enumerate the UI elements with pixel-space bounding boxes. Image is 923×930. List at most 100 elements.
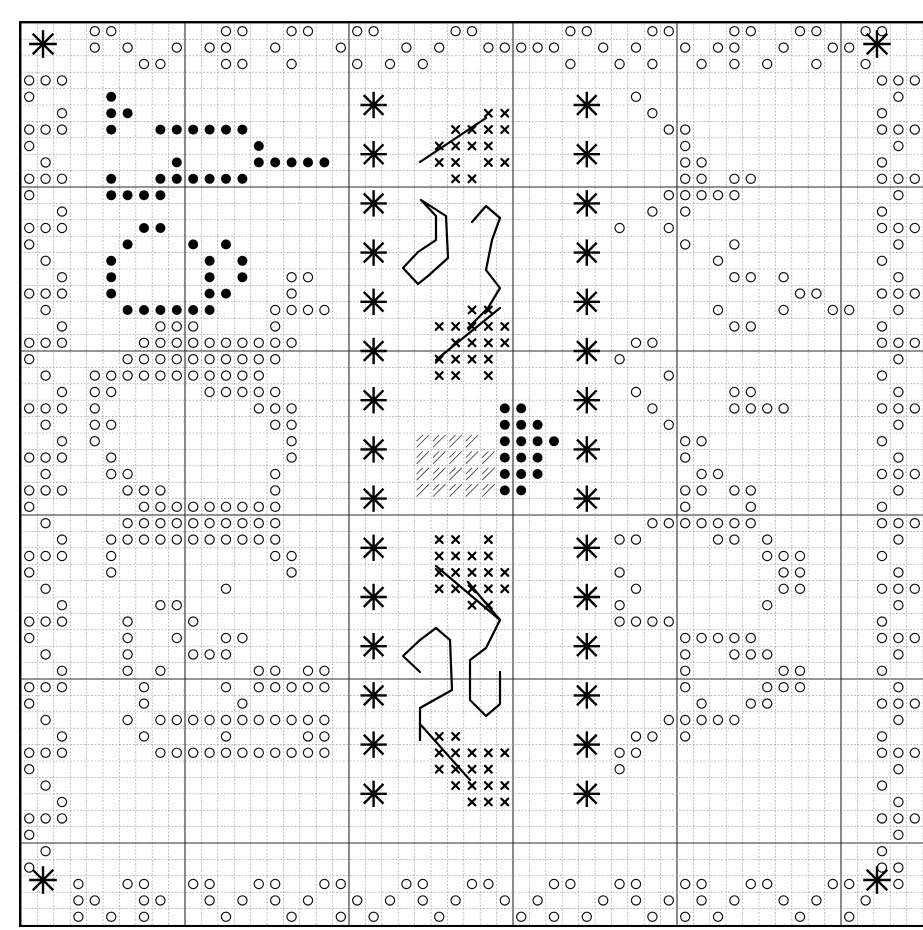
dot-symbol [106, 272, 116, 282]
ring-symbol [894, 174, 903, 183]
ring-symbol [910, 125, 919, 134]
ring-symbol [238, 355, 247, 364]
ring-symbol [238, 896, 247, 905]
ring-symbol [877, 847, 886, 856]
ring-symbol [894, 601, 903, 610]
ring-symbol [25, 814, 34, 823]
ring-symbol [41, 305, 50, 314]
ring-symbol [41, 256, 50, 265]
ring-symbol [172, 371, 181, 380]
ring-symbol [648, 109, 657, 118]
ring-symbol [221, 748, 230, 757]
ring-symbol [681, 207, 690, 216]
ring-symbol [402, 43, 411, 52]
ring-symbol [533, 43, 542, 52]
ring-symbol [713, 43, 722, 52]
ring-symbol [25, 174, 34, 183]
star-symbol [362, 487, 386, 511]
ring-symbol [894, 814, 903, 823]
star-symbol [362, 191, 386, 215]
hatch-symbol [433, 484, 445, 496]
ring-symbol [631, 879, 640, 888]
cross-symbol [501, 585, 508, 592]
ring-symbol [894, 355, 903, 364]
dot-symbol [155, 305, 165, 315]
ring-symbol [894, 879, 903, 888]
star-symbol [575, 683, 599, 707]
ring-symbol [779, 404, 788, 413]
ring-symbol [845, 43, 854, 52]
cross-symbol [469, 602, 476, 609]
hatch-symbol [449, 435, 461, 447]
hatch-symbol [482, 484, 494, 496]
ring-symbol [763, 404, 772, 413]
ring-symbol [894, 338, 903, 347]
ring-symbol [845, 912, 854, 921]
ring-symbol [271, 305, 280, 314]
ring-symbol [25, 404, 34, 413]
ring-symbol [730, 43, 739, 52]
ring-symbol [41, 814, 50, 823]
ring-symbol [385, 896, 394, 905]
ring-symbol [697, 879, 706, 888]
cross-symbol [436, 372, 443, 379]
dot-symbol [237, 174, 247, 184]
cross-symbol [485, 323, 492, 330]
cross-symbol [452, 126, 459, 133]
star-symbol [864, 31, 889, 56]
ring-symbol [894, 650, 903, 659]
ring-symbol [369, 912, 378, 921]
ring-symbol [123, 519, 132, 528]
ring-symbol [779, 896, 788, 905]
ring-symbol [139, 355, 148, 364]
star-symbol [864, 867, 889, 892]
cross-symbol [501, 749, 508, 756]
dot-symbol [237, 272, 247, 282]
ring-symbol [763, 879, 772, 888]
ring-symbol [828, 43, 837, 52]
ring-symbol [205, 715, 214, 724]
ring-symbol [139, 486, 148, 495]
ring-symbol [221, 912, 230, 921]
ring-symbol [894, 797, 903, 806]
star-symbol [362, 683, 386, 707]
cross-symbol [452, 553, 459, 560]
hatch-symbol [417, 484, 429, 496]
ring-symbol [894, 92, 903, 101]
ring-symbol [41, 683, 50, 692]
ring-symbol [910, 699, 919, 708]
cross-symbol [452, 175, 459, 182]
ring-symbol [156, 371, 165, 380]
dot-symbol [106, 174, 116, 184]
dot-symbol [516, 403, 526, 413]
ring-symbol [894, 469, 903, 478]
dot-symbol [319, 157, 329, 167]
ring-symbol [779, 584, 788, 593]
ring-symbol [41, 617, 50, 626]
ring-symbol [681, 633, 690, 642]
ring-symbol [877, 748, 886, 757]
ring-symbol [894, 535, 903, 544]
ring-symbol [746, 633, 755, 642]
ring-symbol [271, 666, 280, 675]
ring-symbol [271, 879, 280, 888]
ring-symbol [156, 338, 165, 347]
cross-symbol [501, 339, 508, 346]
ring-symbol [172, 748, 181, 757]
ring-symbol [25, 486, 34, 495]
ring-symbol [41, 519, 50, 528]
ring-symbol [320, 305, 329, 314]
ring-symbol [172, 601, 181, 610]
ring-symbol [484, 879, 493, 888]
ring-symbol [238, 535, 247, 544]
ring-symbol [779, 305, 788, 314]
ring-symbol [271, 322, 280, 331]
ring-symbol [57, 535, 66, 544]
dot-symbol [155, 125, 165, 135]
backstitch-diagonal-top [420, 118, 486, 162]
ring-symbol [894, 240, 903, 249]
ring-symbol [533, 896, 542, 905]
ring-symbol [763, 551, 772, 560]
ring-symbol [730, 240, 739, 249]
